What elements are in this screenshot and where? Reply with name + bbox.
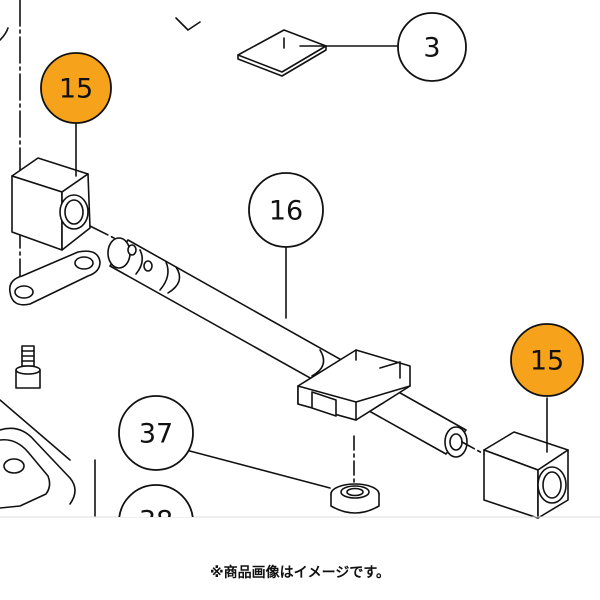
- leader-line-37: [185, 449, 331, 489]
- screw: [15, 345, 41, 389]
- housing-fragment: [0, 399, 76, 509]
- callout-16: 16: [248, 172, 324, 248]
- callout-15-right: 15: [510, 323, 584, 397]
- callout-3: 3: [397, 12, 467, 82]
- callout-37-label: 37: [139, 419, 173, 450]
- image-caption: ※商品画像はイメージです。: [210, 565, 390, 581]
- link-plate: [8, 250, 101, 306]
- callout-3-label: 3: [423, 33, 440, 64]
- bushing-part-15-top: [11, 157, 91, 251]
- bushing-part-15-right: [483, 431, 569, 519]
- part-fragment-top: [175, 17, 201, 31]
- callout-15-top: 15: [40, 52, 112, 124]
- callout-15-top-label: 15: [59, 74, 93, 105]
- axis-line-right: [461, 441, 485, 455]
- grommet-part-37: [330, 483, 380, 514]
- callout-37: 37: [118, 395, 194, 471]
- plate-part-3: [237, 29, 327, 77]
- callout-38-label: 38: [139, 506, 173, 537]
- part-fragment-left: [0, 27, 9, 41]
- shaft-clamp: [297, 349, 411, 421]
- callout-38: 38: [118, 484, 194, 537]
- callout-16-label: 16: [269, 196, 303, 227]
- callout-15-right-label: 15: [530, 346, 564, 377]
